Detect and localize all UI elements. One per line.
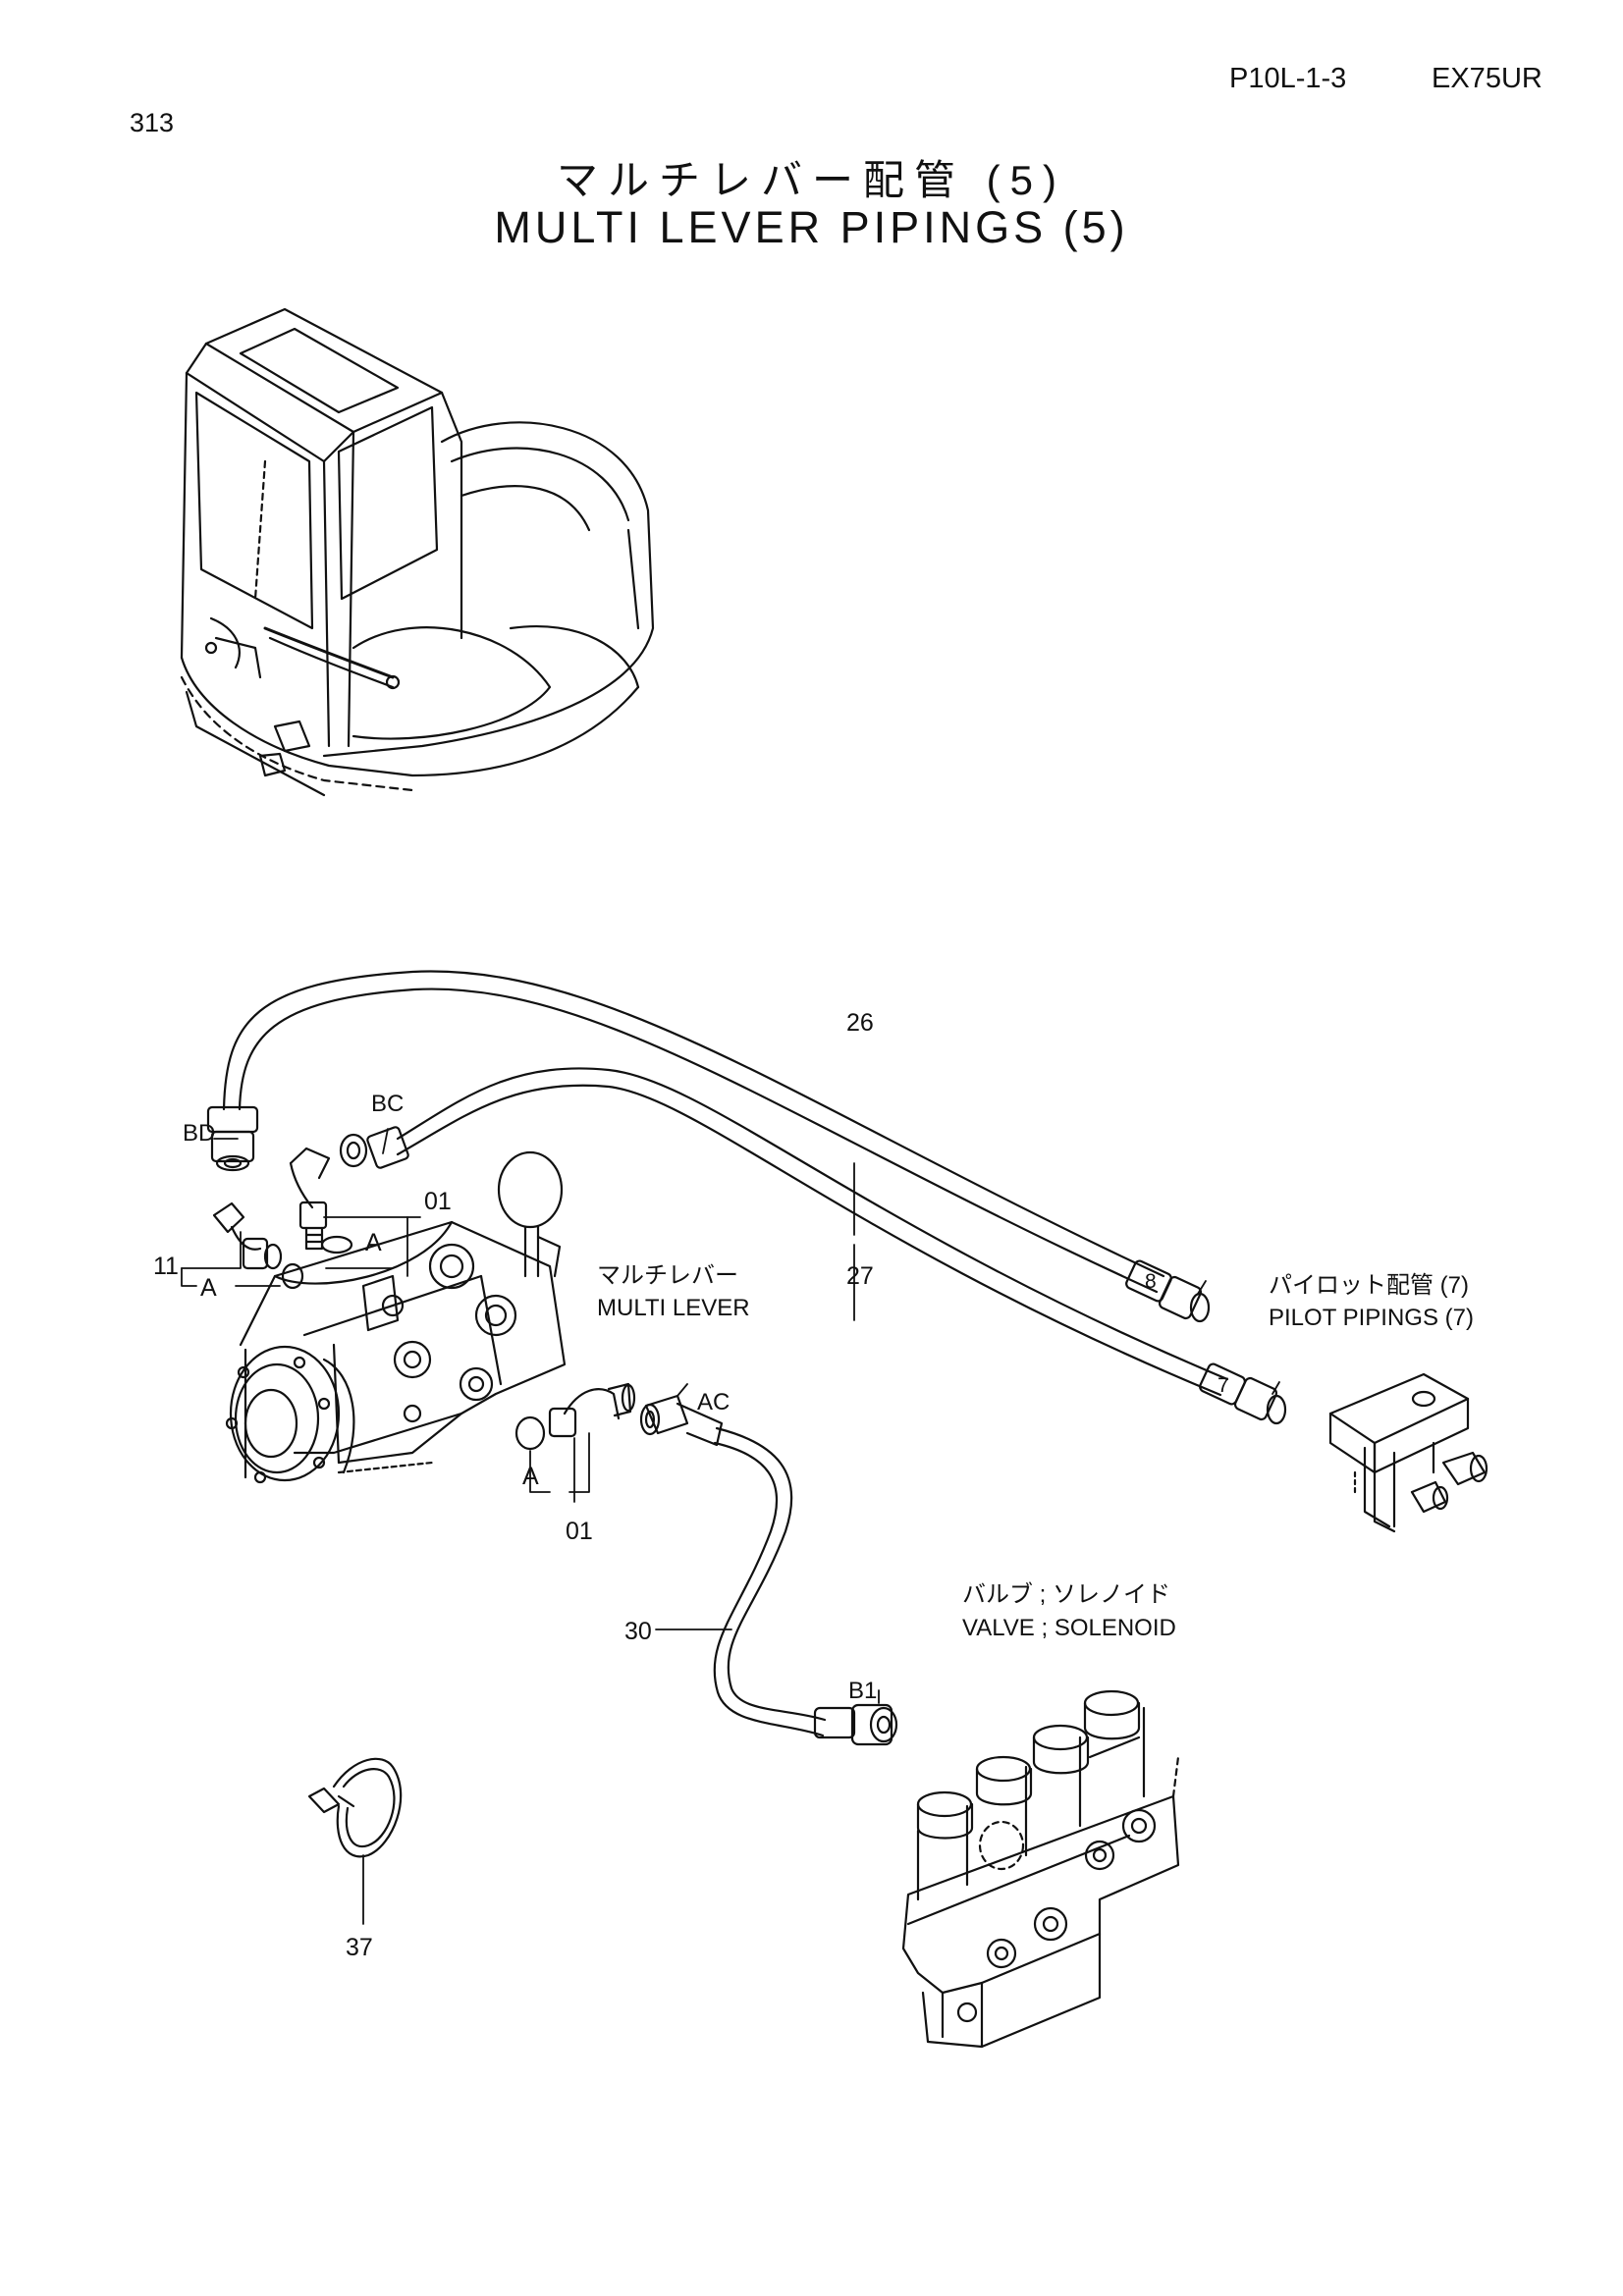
callout-part-11: 11 [153,1253,179,1280]
callout-ac: AC [697,1389,730,1415]
pilot-pipings-label-en: PILOT PIPINGS (7) [1269,1305,1474,1331]
cable-tie-band-37 [307,1757,403,1858]
hose-26 [222,970,1165,1294]
callout-part-37: 37 [346,1934,373,1961]
excavator-overview-illustration [180,307,655,797]
pilot-pipings-label-jp: パイロット配管 (7) [1269,1272,1469,1299]
hose-end-port-8 [1125,1259,1211,1323]
title-english: MULTI LEVER PIPINGS (5) [494,202,1129,252]
pilot-piping-block [1328,1372,1488,1533]
callout-a-left: A [200,1274,217,1302]
leader-lines [181,1128,1280,1925]
model-code: EX75UR [1432,63,1542,94]
o-ring-left [281,1262,304,1290]
valve-label-jp: バルブ ; ソレノイド [962,1581,1170,1608]
callout-part-30: 30 [624,1618,652,1645]
callout-part-26: 26 [846,1009,874,1037]
hose-27 [396,1067,1229,1397]
callout-part-01-upper: 01 [424,1188,452,1215]
multi-lever-label-jp: マルチレバー [597,1262,738,1289]
o-ring-lower [514,1415,546,1451]
callout-part-27: 27 [846,1262,874,1290]
multi-lever-block [225,1150,567,1484]
callout-port-8: 8 [1145,1270,1157,1293]
hose-end-port-7 [1199,1362,1287,1425]
page-code: P10L-1-3 [1229,63,1347,94]
fitting-b1 [813,1703,898,1746]
page-number: 313 [130,108,175,137]
valve-label-en: VALVE ; SOLENOID [962,1615,1176,1641]
fitting-bc [339,1126,409,1169]
callout-part-01-lower: 01 [566,1518,593,1545]
callout-port-7: 7 [1217,1374,1229,1397]
elbow-fitting-11 [212,1201,283,1270]
hose-30 [713,1426,827,1737]
elbow-fitting-lower [548,1382,636,1438]
fitting-bd [206,1105,259,1172]
multi-lever-label-en: MULTI LEVER [597,1295,750,1321]
callout-bd: BD [183,1120,215,1147]
callout-a-upper: A [365,1229,382,1256]
fitting-ac [639,1394,724,1447]
o-ring-upper [320,1235,353,1255]
elbow-fitting-upper [289,1147,331,1251]
title-japanese: マルチレバー配管 (5) [556,157,1066,203]
callout-b1: B1 [848,1678,877,1704]
callout-bc: BC [371,1091,404,1117]
solenoid-valve [901,1689,1180,2049]
callout-a-lower: A [522,1463,539,1490]
